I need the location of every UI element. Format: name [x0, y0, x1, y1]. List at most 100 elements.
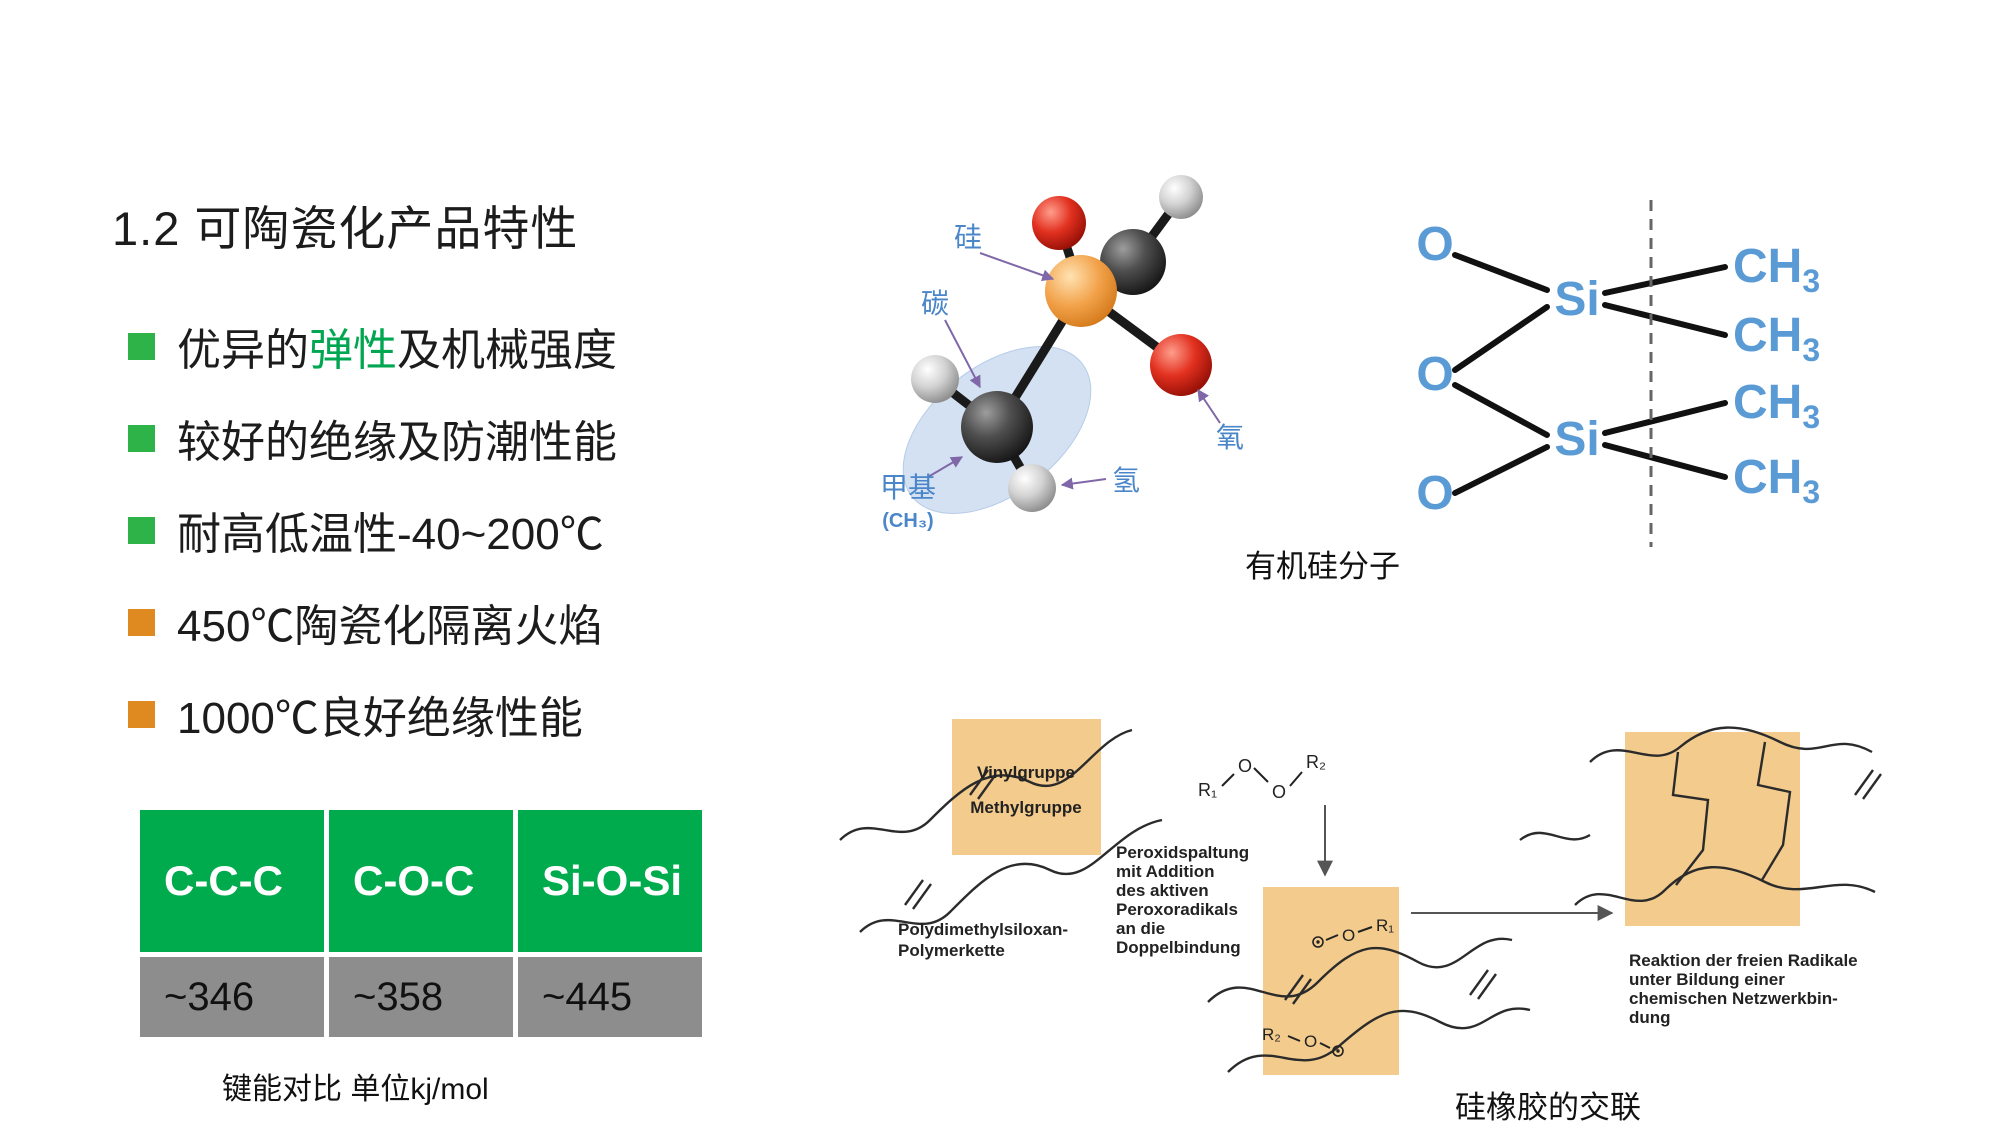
hydrogen-atom	[911, 355, 959, 403]
bond	[1289, 771, 1303, 787]
r2-label: R₂	[1306, 752, 1326, 772]
list-item: 耐高低温性-40~200℃	[128, 484, 617, 576]
bond-energy-table: C-C-C C-O-C Si-O-Si ~346 ~358 ~445	[140, 810, 702, 1037]
table-header-cell: C-C-C	[140, 810, 324, 952]
reaction-text-line: dung	[1629, 1008, 1671, 1027]
oxygen-atom	[1150, 334, 1212, 396]
bullet-square-icon	[128, 700, 155, 728]
chain-label-line: Polydimethylsiloxan-	[898, 920, 1068, 939]
bullet-square-icon	[128, 332, 155, 360]
oxygen-symbol: O	[1416, 348, 1453, 401]
list-item: 450℃陶瓷化隔离火焰	[128, 576, 617, 668]
methyl-label: 甲基	[880, 472, 936, 503]
table-caption: 键能对比 单位kj/mol	[222, 1073, 489, 1106]
chain-path	[1574, 866, 1876, 906]
diagram-labels: Vinylgruppe Methylgruppe Polydimethylsil…	[898, 763, 1858, 1027]
bond	[1357, 926, 1373, 933]
radical-dot-center	[1336, 1049, 1340, 1053]
silicon-symbol: Si	[1554, 273, 1599, 326]
silicone-structural-formula: O O O Si Si CH3 CH3 CH3 CH3	[1416, 200, 1820, 547]
silicon-symbol: Si	[1554, 413, 1599, 466]
oxygen-symbol: O	[1416, 467, 1453, 520]
bullet-text: 450℃陶瓷化隔离火焰	[177, 590, 602, 654]
bond	[1253, 767, 1269, 783]
oxygen-symbol: O	[1416, 218, 1453, 271]
bullet-text: 较好的绝缘及防潮性能	[177, 406, 617, 470]
highlight-box-right	[1625, 732, 1800, 926]
hydrogen-label: 氢	[1112, 465, 1140, 496]
table-value-cell: ~445	[518, 957, 702, 1037]
molecule-caption: 有机硅分子	[1245, 549, 1400, 584]
carbon-atom	[961, 391, 1033, 463]
peroxide-text-line: Peroxidspaltung	[1116, 843, 1249, 862]
crosslink-bridge	[1756, 741, 1792, 881]
formula-bonds	[1452, 252, 1728, 496]
page-title: 1.2 可陶瓷化产品特性	[112, 202, 579, 255]
methyl-subscript: 3	[1802, 474, 1820, 510]
vinyl-double-bond	[969, 769, 989, 796]
methyl-symbol: CH3	[1733, 240, 1820, 299]
bond	[1325, 934, 1339, 941]
highlight-box-middle	[1263, 887, 1399, 1075]
bullet-list: 优异的弹性及机械强度 较好的绝缘及防潮性能 耐高低温性-40~200℃ 450℃…	[128, 300, 617, 760]
chain-path	[1519, 831, 1591, 841]
list-item: 1000℃良好绝缘性能	[128, 668, 617, 760]
methyl-subscript: 3	[1802, 399, 1820, 435]
r1-label: R₁	[1198, 780, 1217, 800]
bond	[1602, 400, 1728, 436]
bullet-text-highlight: 弹性	[309, 326, 397, 375]
atom-labels: 硅 碳 氧 氢 甲基 (CH₃)	[880, 222, 1244, 532]
methyl-ch: CH	[1733, 309, 1802, 362]
reaction-text-line: unter Bildung einer	[1629, 970, 1785, 989]
r2-label: R₂	[1262, 1025, 1281, 1044]
bond	[1452, 382, 1550, 438]
vinyl-double-bond	[912, 883, 932, 910]
list-item: 较好的绝缘及防潮性能	[128, 392, 617, 484]
bullet-text: 优异的弹性及机械强度	[177, 314, 617, 378]
bond	[1319, 1042, 1331, 1049]
table-header-cell: Si-O-Si	[518, 810, 702, 952]
bond	[1452, 304, 1550, 373]
bond	[1602, 442, 1728, 480]
chain-path	[1589, 726, 1873, 763]
vinyl-double-bond	[904, 879, 924, 906]
peroxide-text-line: mit Addition	[1116, 862, 1215, 881]
bond	[1452, 444, 1550, 496]
peroxide-text-line: des aktiven	[1116, 881, 1209, 900]
pointer-line	[944, 319, 981, 389]
polymer-chains	[839, 726, 1882, 1073]
bullet-square-icon	[128, 516, 155, 544]
oxygen-label: 氧	[1216, 422, 1244, 453]
r1-label: R₁	[1376, 916, 1394, 935]
table-value-cell: ~346	[140, 957, 324, 1037]
peroxide-text-line: Peroxoradikals	[1116, 900, 1238, 919]
methyl-symbol: CH3	[1733, 309, 1820, 368]
oxygen-label: O	[1272, 782, 1286, 802]
vinyl-double-bond	[1284, 974, 1304, 1001]
oxygen-label: O	[1238, 756, 1252, 776]
peroxide-text-line: an die	[1116, 919, 1165, 938]
reaction-text-line: chemischen Netzwerkbin-	[1629, 989, 1838, 1008]
methyl-ch: CH	[1733, 376, 1802, 429]
chain-path	[859, 818, 1163, 933]
methyl-ch: CH	[1733, 451, 1802, 504]
methyl-formula-label: (CH₃)	[882, 510, 933, 532]
hydrogen-atom	[1008, 464, 1056, 512]
bullet-text-pre: 优异的	[177, 326, 309, 375]
vinyl-double-bond	[1854, 769, 1874, 796]
carbon-label: 碳	[921, 288, 949, 319]
carbon-atom	[1100, 229, 1166, 295]
methyl-symbol: CH3	[1733, 376, 1820, 435]
oxygen-label: O	[1304, 1032, 1317, 1051]
reaction-text-line: Reaktion der freien Radikale	[1629, 951, 1858, 970]
bond	[1602, 302, 1728, 338]
bond	[1221, 773, 1235, 787]
methyl-subscript: 3	[1802, 332, 1820, 368]
molecule-atoms	[911, 175, 1212, 512]
pointer-line	[1060, 477, 1107, 490]
table-header-cell: C-O-C	[329, 810, 513, 952]
silicon-atom	[1045, 255, 1117, 327]
bullet-square-icon	[128, 608, 155, 636]
formula-atoms: O O O Si Si CH3 CH3 CH3 CH3	[1416, 218, 1820, 520]
